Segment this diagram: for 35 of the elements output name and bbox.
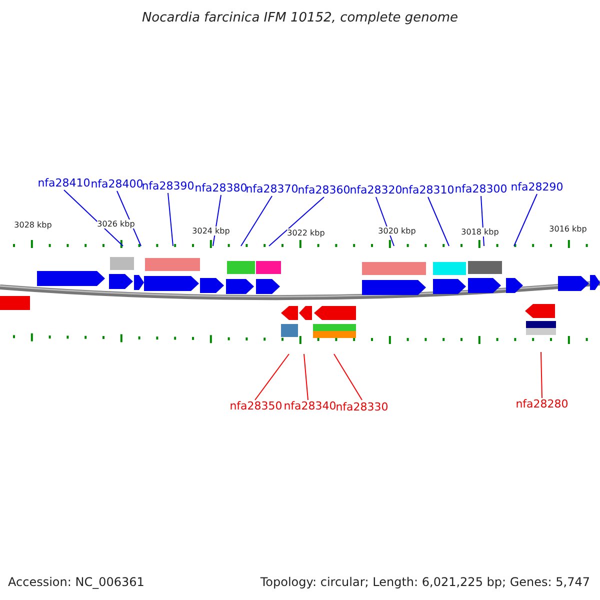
gene-label: nfa28350 bbox=[230, 400, 282, 412]
genome-summary: Topology: circular; Length: 6,021,225 bp; Genes: 5,747 bbox=[260, 575, 590, 589]
leader-line bbox=[254, 354, 290, 400]
gene-label: nfa28330 bbox=[336, 400, 388, 414]
leader-line bbox=[540, 352, 542, 398]
scale-label: 3028 kbp bbox=[14, 220, 52, 230]
scale-label: 3024 kbp bbox=[192, 226, 230, 236]
gene-label: nfa28380 bbox=[194, 182, 248, 194]
gene-label: nfa28320 bbox=[350, 184, 402, 196]
leader-line bbox=[428, 196, 450, 246]
gene-label: nfa28300 bbox=[454, 182, 508, 196]
gene-label: nfa28280 bbox=[516, 398, 568, 410]
scale-label: 3022 kbp bbox=[287, 228, 325, 238]
leader-line bbox=[116, 190, 142, 246]
gene-label: nfa28360 bbox=[298, 184, 350, 196]
leader-line bbox=[168, 192, 174, 246]
gene-label: nfa28410 bbox=[38, 176, 90, 190]
gene-label: nfa28310 bbox=[402, 184, 454, 196]
leader-line bbox=[304, 354, 308, 400]
gene-label: nfa28340 bbox=[284, 400, 336, 412]
leader-line bbox=[514, 194, 538, 246]
leader-line bbox=[64, 190, 124, 246]
chart-title: Nocardia farcinica IFM 10152, complete genome bbox=[142, 10, 458, 26]
leader-line bbox=[240, 196, 272, 246]
accession-note: Accession: NC_006361 bbox=[8, 575, 144, 589]
leader-line bbox=[268, 196, 324, 246]
leader-line bbox=[334, 354, 362, 400]
scale-label: 3018 kbp bbox=[461, 228, 499, 236]
scale-label: 3026 kbp bbox=[97, 220, 135, 228]
gene-label: nfa28370 bbox=[246, 182, 298, 196]
scale-label: 3020 kbp bbox=[378, 226, 416, 236]
scale-label: 3016 kbp bbox=[549, 224, 587, 234]
gene-label: nfa28290 bbox=[510, 180, 564, 194]
gene-label: nfa28390 bbox=[142, 180, 194, 192]
gene-label: nfa28400 bbox=[90, 178, 144, 190]
